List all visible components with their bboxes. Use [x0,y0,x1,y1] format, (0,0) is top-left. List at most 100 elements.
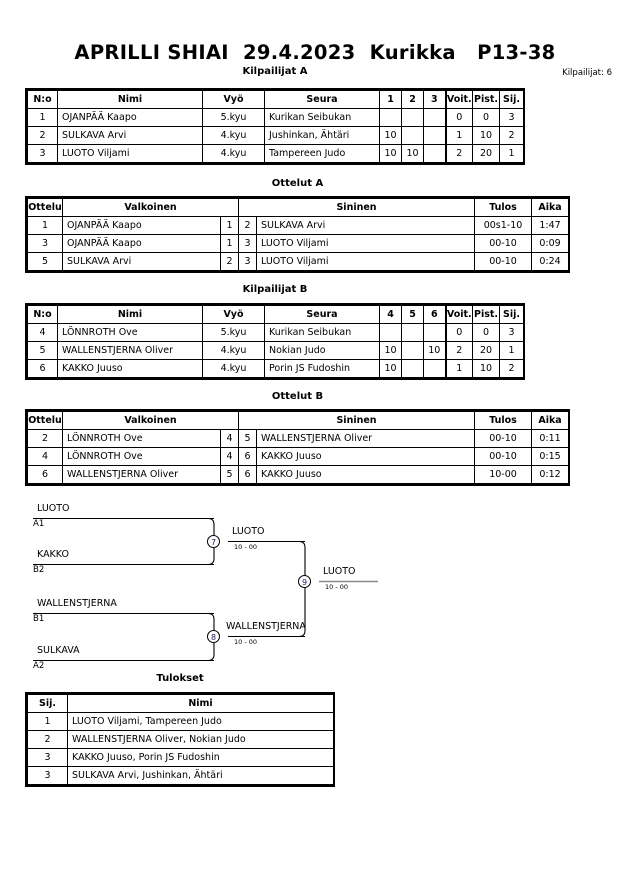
bracket-entry-name-a1: LUOTO [37,503,70,514]
cell-rank: 2 [499,126,524,145]
cell-name: LUOTO Viljami, Tampereen Judo [67,712,334,731]
cell-wins: 0 [444,323,473,342]
bracket-entry-name-a2: SULKAVA [37,645,80,656]
cell-result: 00-10 [474,429,533,448]
cell-points: 0 [472,323,500,342]
cell-rank: 1 [499,341,524,360]
col-club: Seura [264,305,380,324]
results-table: Sij. Nimi 1 LUOTO Viljami, Tampereen Jud… [25,692,335,787]
cell-match-no: 3 [27,234,63,253]
cell-result: 00-10 [474,234,533,253]
cell-club: Porin JS Fudoshin [264,359,380,378]
cell-blue-no: 6 [238,465,258,484]
cell-no: 2 [27,126,58,145]
bracket-entry-name-b2: KAKKO [37,549,69,560]
pool-b-table: N:o Nimi Vyö Seura 4 5 6 Voit. Pist. Sij… [25,303,525,380]
cell-belt: 5.kyu [202,108,265,127]
matches-a-table: Ottelu Valkoinen Sininen Tulos Aika 1 OJ… [25,196,570,273]
table-row: 2 LÖNNROTH Ove 4 5 WALLENSTJERNA Oliver … [27,429,570,448]
cell-name: OJANPÄÄ Kaapo [57,108,203,127]
col-blue: Sininen [238,198,476,217]
cell-blue-name: LUOTO Viljami [256,252,476,271]
table-row: 3 OJANPÄÄ Kaapo 1 3 LUOTO Viljami 00-10 … [27,234,570,253]
cell-white-no: 4 [219,429,240,448]
cell-no: 1 [27,108,58,127]
table-row: 3 SULKAVA Arvi, Jushinkan, Ähtäri [27,766,334,785]
cell-white-name: OJANPÄÄ Kaapo [62,234,221,253]
cell-rank: 2 [499,359,524,378]
table-row: 2 WALLENSTJERNA Oliver, Nokian Judo [27,730,334,749]
cell-name: LÖNNROTH Ove [57,323,203,342]
cell-rank: 3 [499,323,524,342]
cell-white-no: 1 [219,216,240,235]
col-points: Pist. [472,90,500,109]
bracket-score-node-7: 10 - 00 [234,543,258,551]
bracket-winner-node-7: LUOTO [232,526,265,537]
col-belt: Vyö [202,90,265,109]
col-wins: Voit. [444,90,473,109]
cell-blue-name: LUOTO Viljami [256,234,476,253]
caption-matches-a: Ottelut A [271,178,324,189]
cell-blue-no: 5 [238,429,258,448]
cell-score-4 [379,323,402,342]
cell-match-no: 6 [27,465,63,484]
col-opponent-3: 3 [423,90,446,109]
cell-time: 0:11 [531,429,570,448]
col-name: Nimi [57,305,203,324]
col-no: N:o [27,90,58,109]
cell-no: 5 [27,341,58,360]
col-belt: Vyö [202,305,265,324]
table-row: 4 LÖNNROTH Ove 5.kyu Kurikan Seibukan 0 … [27,323,524,342]
col-result: Tulos [474,198,533,217]
col-club: Seura [264,90,380,109]
cell-name: LUOTO Viljami [57,144,203,163]
cell-score-5 [401,341,424,360]
cell-rank: 3 [27,766,68,785]
cell-points: 0 [472,108,500,127]
cell-result: 00-10 [474,447,533,466]
col-match: Ottelu [27,411,63,430]
col-white: Valkoinen [61,198,240,217]
cell-score-3 [423,108,446,127]
cell-no: 3 [27,144,58,163]
table-row: 5 SULKAVA Arvi 2 3 LUOTO Viljami 00-10 0… [27,252,570,271]
caption-pool-a: Kilpailijat A [242,66,308,77]
bracket-winner-node-8: WALLENSTJERNA [226,621,306,632]
cell-club: Nokian Judo [264,341,380,360]
col-time: Aika [531,411,570,430]
cell-wins: 2 [444,144,473,163]
table-row: 1 LUOTO Viljami, Tampereen Judo [27,712,334,731]
page-title: APRILLI SHIAI 29.4.2023 Kurikka P13-38 [74,41,556,64]
cell-result: 10-00 [474,465,533,484]
cell-score-4: 10 [379,341,402,360]
cell-score-6 [423,323,446,342]
entrant-count-label: Kilpailijat: 6 [562,68,612,78]
cell-score-6: 10 [423,341,446,360]
cell-score-2: 10 [401,144,424,163]
bracket-score-node-9: 10 - 00 [325,583,349,591]
col-opponent-4: 4 [379,305,402,324]
cell-name: WALLENSTJERNA Oliver, Nokian Judo [67,730,334,749]
cell-white-name: LÖNNROTH Ove [62,429,221,448]
cell-score-2 [401,126,424,145]
table-header-row: N:o Nimi Vyö Seura 1 2 3 Voit. Pist. Sij… [27,90,524,109]
cell-points: 20 [472,341,500,360]
bracket-entry-seed-b1: B1 [33,614,45,624]
col-opponent-6: 6 [423,305,446,324]
cell-rank: 3 [499,108,524,127]
bracket-score-node-8: 10 - 00 [234,638,258,646]
table-header-row: Ottelu Valkoinen Sininen Tulos Aika [27,411,570,430]
caption-results: Tulokset [156,673,204,684]
cell-belt: 4.kyu [202,341,265,360]
bracket-entry-seed-b2: B2 [33,565,45,575]
col-rank: Sij. [499,305,524,324]
cell-score-3 [423,144,446,163]
col-white: Valkoinen [61,411,240,430]
table-header-row: Ottelu Valkoinen Sininen Tulos Aika [27,198,570,217]
table-row: 6 KAKKO Juuso 4.kyu Porin JS Fudoshin 10… [27,359,524,378]
table-row: 2 SULKAVA Arvi 4.kyu Jushinkan, Ähtäri 1… [27,126,524,145]
cell-wins: 0 [444,108,473,127]
table-header-row: Sij. Nimi [27,694,334,713]
cell-rank: 1 [27,712,68,731]
cell-club: Tampereen Judo [264,144,380,163]
